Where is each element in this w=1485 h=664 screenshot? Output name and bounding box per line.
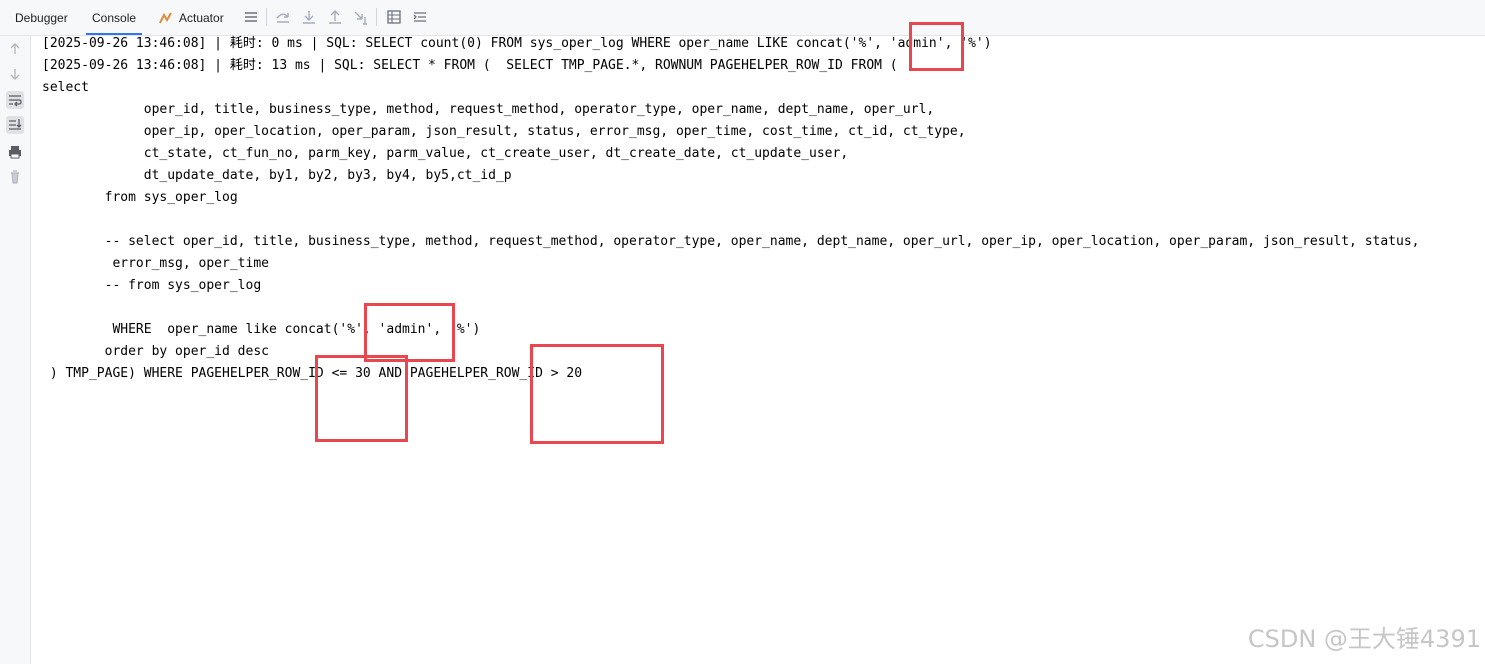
console-output[interactable]: [2025-09-26 13:46:08] | 耗时: 0 ms | SQL: …	[42, 33, 1420, 385]
console-line: from sys_oper_log	[42, 190, 238, 205]
console-line: oper_id, title, business_type, method, r…	[42, 102, 935, 117]
console-line	[42, 209, 1420, 231]
tab-actuator[interactable]: Actuator	[158, 0, 224, 35]
highlight-box-row-id-30	[315, 355, 408, 442]
tab-console[interactable]: Console	[85, 0, 143, 35]
arrow-up-icon[interactable]	[6, 40, 24, 58]
console-line: error_msg, oper_time	[42, 256, 269, 271]
toolbar-divider	[376, 8, 377, 26]
print-icon[interactable]	[6, 143, 24, 161]
console-actions-sidebar	[0, 36, 31, 664]
console-line: -- from sys_oper_log	[42, 278, 262, 293]
actuator-icon	[159, 12, 172, 24]
highlight-box-row-id-20	[530, 344, 664, 444]
tab-debugger[interactable]: Debugger	[15, 11, 68, 25]
console-line: WHERE oper_name like concat('%', 'admin'…	[42, 322, 481, 337]
console-line: oper_ip, oper_location, oper_param, json…	[42, 124, 966, 139]
step-into-icon[interactable]	[301, 9, 317, 25]
highlight-box-admin-where	[364, 303, 455, 362]
step-out-icon[interactable]	[327, 9, 343, 25]
console-line: dt_update_date, by1, by2, by3, by4, by5,…	[42, 168, 512, 183]
highlight-box-admin-count	[909, 22, 964, 71]
console-line: order by oper_id desc	[42, 344, 269, 359]
step-over-icon[interactable]	[275, 9, 291, 25]
watermark: CSDN @王大锤4391	[1247, 625, 1481, 653]
console-line: ) TMP_PAGE) WHERE PAGEHELPER_ROW_ID <= 3…	[42, 366, 583, 381]
tab-actuator-label: Actuator	[179, 11, 224, 25]
arrow-down-icon[interactable]	[6, 65, 24, 83]
trace-current-stream-icon[interactable]	[412, 9, 428, 25]
soft-wrap-icon[interactable]	[6, 91, 24, 109]
console-line: select	[42, 80, 89, 95]
trash-icon[interactable]	[6, 168, 24, 186]
console-line: [2025-09-26 13:46:08] | 耗时: 13 ms | SQL:…	[42, 58, 898, 73]
toolbar-divider	[266, 8, 267, 26]
console-line	[42, 297, 1420, 319]
console-line: ct_state, ct_fun_no, parm_key, parm_valu…	[42, 146, 849, 161]
evaluate-expression-icon[interactable]	[386, 9, 402, 25]
tool-window-toolbar: Debugger Console Actuator	[0, 0, 1485, 36]
menu-icon[interactable]	[243, 9, 259, 25]
console-line: [2025-09-26 13:46:08] | 耗时: 0 ms | SQL: …	[42, 36, 992, 51]
console-line: -- select oper_id, title, business_type,…	[42, 234, 1420, 249]
scroll-to-end-icon[interactable]	[6, 116, 24, 134]
run-to-cursor-icon[interactable]	[353, 9, 369, 25]
